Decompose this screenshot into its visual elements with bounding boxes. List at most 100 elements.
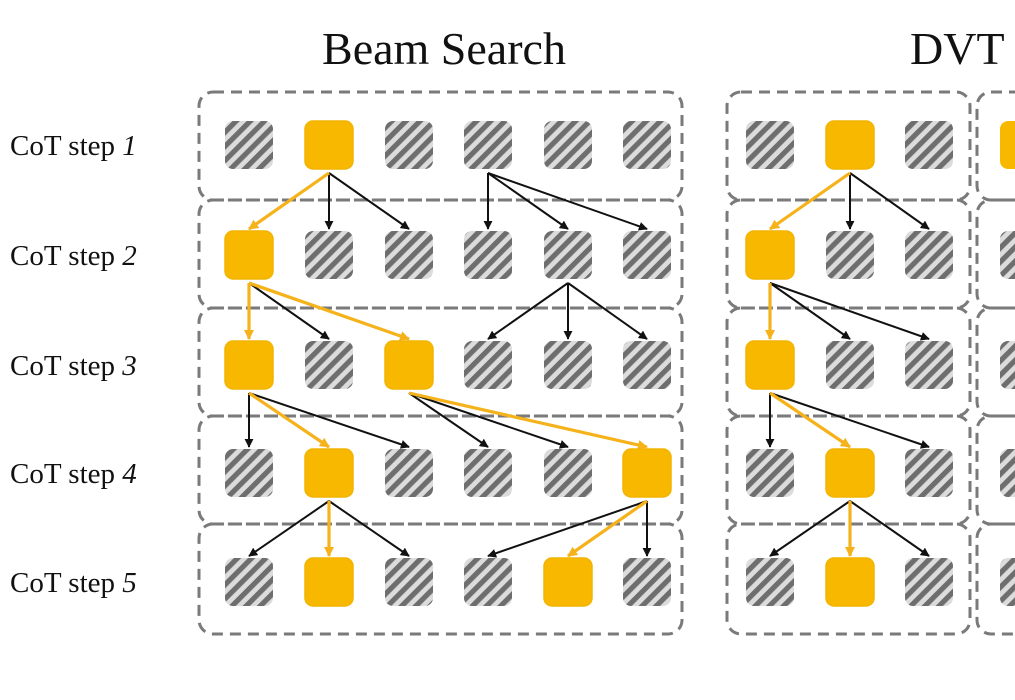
beam-search-selected-node	[224, 340, 274, 390]
beam-search-pruned-node	[225, 558, 273, 606]
beam-search-pruned-node	[225, 449, 273, 497]
beam-search-pruned-node	[464, 231, 512, 279]
beam-search-pruned-node	[464, 341, 512, 389]
step-label-1: CoT step 1	[10, 130, 137, 162]
beam-search-pruned-edge	[328, 500, 410, 557]
step-label-prefix: CoT step	[10, 458, 122, 490]
beam-search-pruned-node	[623, 121, 671, 169]
step-label-prefix: CoT step	[10, 130, 122, 162]
beam-search-pruned-node	[464, 121, 512, 169]
dvts-pruned-edge	[769, 282, 851, 340]
beam-search-pruned-edge	[487, 282, 569, 340]
beam-search-selected-edge	[248, 171, 330, 231]
beam-search-pruned-edge	[328, 172, 410, 230]
beam-search-pruned-edge	[487, 500, 648, 558]
beam-search-edges	[244, 171, 652, 558]
dvts-selected-node	[825, 120, 875, 170]
dvts-selected-node	[825, 557, 875, 607]
beam-search-selected-edge	[408, 391, 648, 450]
step-label-5: CoT step 5	[10, 567, 137, 599]
dvts-selected-node	[825, 448, 875, 498]
dvts-panel	[725, 90, 1015, 636]
beam-search-selected-edge	[567, 499, 648, 558]
beam-search-pruned-node	[623, 231, 671, 279]
beam-search-pruned-edge	[487, 172, 569, 230]
beam-search-pruned-node	[385, 121, 433, 169]
dvts-pruned-node	[905, 231, 953, 279]
dvts-pruned-node	[826, 341, 874, 389]
step-label-number: 1	[122, 130, 137, 162]
beam-search-selected-edge	[248, 281, 410, 341]
beam-search-pruned-node	[464, 449, 512, 497]
beam-search-selected-node	[543, 557, 593, 607]
step-label-3: CoT step 3	[10, 350, 137, 382]
beam-search-selected-node	[622, 448, 672, 498]
beam-search-pruned-node	[385, 449, 433, 497]
beam-search-selected-edge	[248, 391, 330, 449]
dvts-selected-edge	[769, 171, 851, 231]
step-label-number: 5	[122, 567, 137, 599]
dvts-row-box-1	[725, 90, 972, 202]
dvts-second-selected-node	[1000, 121, 1015, 169]
beam-search-title: Beam Search	[322, 23, 566, 74]
dvts-second-pruned-node	[1000, 231, 1015, 279]
dvts-pruned-node	[905, 558, 953, 606]
dvts-row-box-2	[725, 198, 972, 310]
beam-search-pruned-node	[385, 558, 433, 606]
beam-search-pruned-edge	[248, 282, 330, 340]
dvts-pruned-edge	[769, 500, 851, 557]
beam-search-pruned-node	[623, 558, 671, 606]
beam-search-pruned-edge	[248, 392, 410, 449]
dvts-pruned-node	[746, 121, 794, 169]
beam-search-selected-node	[384, 340, 434, 390]
dvts-second-row-box-4	[975, 414, 1015, 526]
beam-search-pruned-edge	[248, 500, 330, 557]
step-label-prefix: CoT step	[10, 240, 122, 272]
dvts-pruned-edge	[769, 392, 930, 449]
dvts-row-boxes	[725, 90, 972, 636]
dvts-pruned-node	[905, 449, 953, 497]
beam-search-nodes	[224, 120, 672, 607]
step-label-prefix: CoT step	[10, 350, 122, 382]
beam-search-pruned-node	[544, 231, 592, 279]
dvts-selected-node	[745, 340, 795, 390]
dvts-pruned-node	[746, 558, 794, 606]
step-label-number: 2	[122, 240, 137, 272]
dvts-second-subtree-nodes	[1000, 121, 1015, 606]
dvts-second-row-box-2	[975, 198, 1015, 310]
beam-search-pruned-node	[385, 231, 433, 279]
dvts-pruned-node	[905, 121, 953, 169]
beam-search-pruned-edge	[487, 172, 648, 231]
beam-search-pruned-node	[544, 449, 592, 497]
dvts-pruned-node	[746, 449, 794, 497]
dvts-pruned-edge	[849, 500, 930, 557]
beam-search-row-box-5	[197, 522, 684, 636]
dvts-second-pruned-node	[1000, 341, 1015, 389]
dvts-second-pruned-node	[1000, 449, 1015, 497]
beam-search-pruned-node	[305, 341, 353, 389]
beam-search-pruned-edge	[408, 392, 569, 449]
beam-search-selected-node	[304, 120, 354, 170]
dvts-selected-node	[745, 230, 795, 280]
beam-search-row-boxes	[197, 90, 684, 636]
dvts-pruned-node	[905, 341, 953, 389]
beam-search-selected-node	[224, 230, 274, 280]
beam-search-pruned-node	[623, 341, 671, 389]
dvts-second-subtree-boxes	[975, 90, 1015, 636]
dvts-title: DVT	[910, 23, 1005, 74]
dvts-pruned-edge	[769, 282, 930, 341]
dvts-second-row-box-1	[975, 90, 1015, 202]
beam-search-pruned-node	[225, 121, 273, 169]
beam-search-pruned-edge	[567, 282, 648, 340]
beam-search-pruned-node	[464, 558, 512, 606]
dvts-row-box-5	[725, 522, 972, 636]
step-label-number: 4	[122, 458, 137, 490]
beam-search-pruned-node	[305, 231, 353, 279]
beam-search-pruned-node	[544, 341, 592, 389]
step-label-prefix: CoT step	[10, 567, 122, 599]
dvts-edges	[765, 171, 930, 557]
dvts-second-pruned-node	[1000, 558, 1015, 606]
beam-search-panel	[197, 90, 684, 636]
